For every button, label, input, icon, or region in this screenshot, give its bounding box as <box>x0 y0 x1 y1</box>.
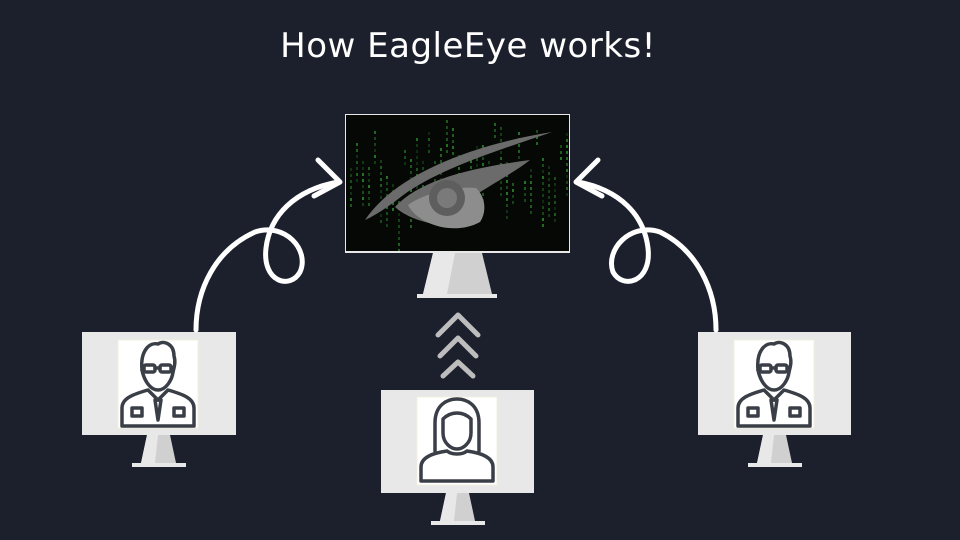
eagle-eye-logo-icon <box>365 132 552 229</box>
male-user-icon <box>736 340 812 428</box>
matrix-code-background <box>350 120 568 251</box>
left-monitor-base <box>132 463 186 467</box>
male-user-icon <box>120 340 196 428</box>
left-user-monitor <box>82 332 236 467</box>
left-arrowhead <box>311 157 343 199</box>
triple-chevron-up-icon <box>435 312 481 379</box>
slide-title: How EagleEye works! <box>280 26 656 66</box>
server-monitor <box>345 114 570 298</box>
right-user-monitor <box>698 332 851 467</box>
left-curly-arrow <box>193 179 341 333</box>
server-monitor-base <box>417 294 497 298</box>
bottom-monitor-base <box>431 521 485 525</box>
right-monitor-base <box>748 463 802 467</box>
right-curly-arrow <box>575 179 719 333</box>
right-arrowhead <box>573 157 605 199</box>
female-user-icon <box>419 397 495 483</box>
bottom-user-monitor <box>381 390 534 525</box>
